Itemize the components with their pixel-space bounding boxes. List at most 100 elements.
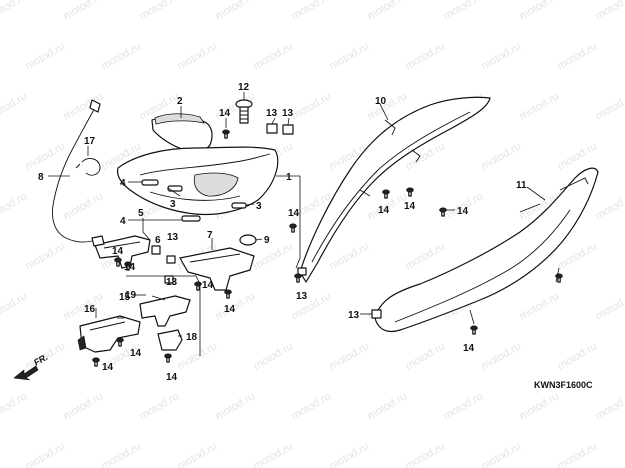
watermark-text: motod.ru (290, 90, 334, 122)
callout-12: 12 (238, 82, 250, 93)
bolt-14[interactable] (294, 273, 302, 283)
callout-11: 11 (516, 180, 527, 191)
callout-5: 5 (138, 208, 144, 219)
bolt-14[interactable] (406, 187, 414, 197)
callout-19: 19 (125, 290, 137, 301)
bolt-14[interactable] (116, 337, 124, 347)
callout-10: 10 (375, 96, 387, 107)
callout-13: 13 (266, 108, 278, 119)
part-18-bracket[interactable] (157, 329, 183, 351)
part-14-bolts[interactable] (92, 129, 563, 367)
watermark-text: motod.ru (480, 340, 524, 372)
callout-14: 14 (130, 348, 142, 359)
watermark-text: motod.ru (176, 440, 220, 468)
watermark-text: motod.ru (252, 40, 296, 72)
watermark-text: motod.ru (518, 0, 562, 23)
watermark-text: motod.ru (24, 440, 68, 468)
callout-4: 4 (120, 178, 126, 189)
watermark-text: motod.ru (176, 40, 220, 72)
part-3-clip[interactable] (167, 185, 247, 209)
watermark-text: motod.ru (442, 390, 486, 422)
watermark-text: motod.ru (214, 290, 258, 322)
watermark-text: motod.ru (0, 190, 29, 222)
watermark-text: motod.ru (480, 440, 524, 468)
watermark-text: motod.ru (24, 240, 68, 272)
leader-lines (48, 92, 560, 356)
watermark-text: motod.ru (252, 340, 296, 372)
watermark-text: motod.ru (328, 240, 372, 272)
bolt-14[interactable] (114, 257, 122, 267)
watermark-text: motod.ru (290, 0, 334, 23)
watermark-text: motod.ru (480, 140, 524, 172)
bolt-14[interactable] (555, 273, 563, 283)
watermark-text: motod.ru (556, 340, 600, 372)
part-11-lower-side-cover[interactable] (374, 167, 599, 333)
part-9-collar[interactable] (239, 234, 257, 246)
watermark-text: motod.ru (594, 90, 625, 122)
callout-1: 1 (286, 172, 292, 183)
bolt-14[interactable] (224, 289, 232, 299)
part-1-rear-tray[interactable] (116, 146, 279, 216)
watermark-text: motod.ru (366, 0, 410, 23)
callout-14: 14 (224, 304, 236, 315)
callout-14: 14 (102, 362, 114, 373)
part-17-cable-clip[interactable] (75, 158, 101, 176)
watermark-text: motod.ru (0, 0, 29, 23)
watermark-text: motod.ru (556, 240, 600, 272)
part-8-seat-cable[interactable] (52, 99, 105, 247)
watermark-text: motod.ru (404, 440, 448, 468)
watermark-text: motod.ru (556, 440, 600, 468)
callout-13: 13 (166, 277, 178, 288)
watermark-text: motod.ru (518, 90, 562, 122)
watermark-text: motod.ru (518, 390, 562, 422)
bolt-14[interactable] (289, 223, 297, 233)
watermark-text: motod.ru (138, 390, 182, 422)
bolt-14[interactable] (164, 353, 172, 363)
callout-8: 8 (38, 172, 44, 183)
callout-14: 14 (378, 205, 390, 216)
callout-4: 4 (120, 216, 126, 227)
part-10-upper-side-cover[interactable] (299, 96, 491, 283)
callout-14: 14 (463, 343, 475, 354)
watermark-text: motod.ru (0, 290, 29, 322)
watermark-text: motod.ru (594, 290, 625, 322)
part-2-tray-lid[interactable] (151, 113, 213, 152)
callout-13: 13 (348, 310, 360, 321)
part-6-clip[interactable] (151, 245, 161, 255)
callout-18: 18 (186, 332, 198, 343)
callout-13: 13 (167, 232, 179, 243)
watermark-text: motod.ru (24, 40, 68, 72)
watermark-text: motod.ru (480, 40, 524, 72)
bolt-14[interactable] (222, 129, 230, 139)
watermark-text: motod.ru (62, 0, 106, 23)
watermark-text: motod.ru (252, 240, 296, 272)
watermark-text: motod.ru (24, 140, 68, 172)
callout-13: 13 (282, 108, 294, 119)
part-5-bracket[interactable] (94, 235, 151, 269)
bolt-14[interactable] (194, 281, 202, 291)
callout-3: 3 (256, 201, 262, 212)
bolt-14[interactable] (124, 261, 132, 271)
bolt-14[interactable] (470, 325, 478, 335)
watermark-text: motod.ru (0, 90, 29, 122)
part-4-clip[interactable] (141, 179, 201, 222)
callout-3: 3 (170, 199, 176, 210)
watermark-text: motod.ru (328, 340, 372, 372)
watermark-text: motod.ru (594, 190, 625, 222)
part-15-hinge[interactable] (139, 295, 191, 327)
callout-14: 14 (404, 201, 416, 212)
callout-15: 15 (119, 292, 131, 303)
callout-7: 7 (207, 230, 213, 241)
watermark-text: motod.ru (0, 390, 29, 422)
bolt-14[interactable] (382, 189, 390, 199)
diagram-code: KWN3F1600C (534, 380, 593, 390)
callout-17: 17 (84, 136, 96, 147)
watermark-text: motod.ru (518, 290, 562, 322)
part-7-bracket[interactable] (179, 247, 255, 291)
callout-14: 14 (219, 108, 231, 119)
bolt-14[interactable] (92, 357, 100, 367)
callout-labels: 2 12 13 13 14 17 8 10 11 1 4 4 3 3 5 6 1… (38, 82, 527, 383)
watermark-text: motod.ru (214, 390, 258, 422)
callout-14: 14 (166, 372, 178, 383)
